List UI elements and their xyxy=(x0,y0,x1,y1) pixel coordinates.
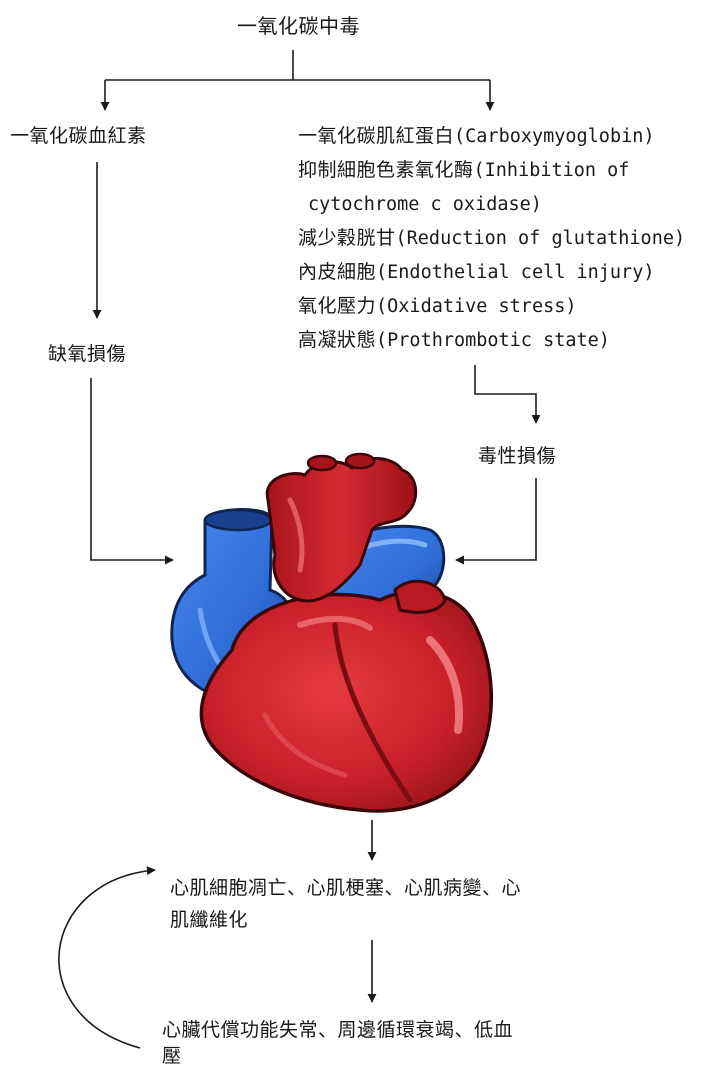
mechanism-en: (Oxidative stress) xyxy=(376,296,576,317)
mechanism-en: (Reduction of glutathione) xyxy=(396,228,686,249)
mechanism-en: cytochrome c oxidase) xyxy=(308,194,542,215)
hypoxic-injury-label: 缺氧損傷 xyxy=(48,342,126,366)
mechanism-item: 氧化壓力(Oxidative stress) xyxy=(298,294,577,319)
mechanism-zh: 抑制細胞色素氧化酶 xyxy=(298,159,474,181)
mechanism-en: (Endothelial cell injury) xyxy=(376,262,654,283)
outcome1-line1: 心肌細胞凋亡、心肌梗塞、心肌病變、心 xyxy=(170,876,521,900)
mechanism-item: 抑制細胞色素氧化酶(Inhibition of xyxy=(298,158,629,183)
toxic-injury-label: 毒性損傷 xyxy=(478,444,556,468)
mechanism-en: (Prothrombotic state) xyxy=(376,330,610,351)
mechanism-item: 一氧化碳肌紅蛋白(Carboxymyoglobin) xyxy=(298,124,655,149)
mechanism-item: 高凝狀態(Prothrombotic state) xyxy=(298,328,610,353)
mechanism-zh: 內皮細胞 xyxy=(298,261,376,283)
outcome2-line1: 心臟代償功能失常、周邊循環衰竭、低血 xyxy=(162,1018,513,1042)
mechanism-en: (Carboxymyoglobin) xyxy=(454,126,654,147)
title-co-poisoning: 一氧化碳中毒 xyxy=(237,14,360,38)
mechanism-en: (Inhibition of xyxy=(474,160,630,181)
mechanism-item: 內皮細胞(Endothelial cell injury) xyxy=(298,260,654,285)
mechanism-zh: 減少穀胱甘 xyxy=(298,227,396,249)
outcome1-line2: 肌纖維化 xyxy=(170,908,248,932)
mechanism-item: cytochrome c oxidase) xyxy=(308,192,542,217)
left-branch-label: 一氧化碳血紅素 xyxy=(10,124,147,148)
outcome2-line2: 壓 xyxy=(162,1044,182,1068)
mechanism-zh: 氧化壓力 xyxy=(298,295,376,317)
mechanism-zh: 一氧化碳肌紅蛋白 xyxy=(298,125,454,147)
mechanism-item: 減少穀胱甘(Reduction of glutathione) xyxy=(298,226,685,251)
mechanism-zh: 高凝狀態 xyxy=(298,329,376,351)
